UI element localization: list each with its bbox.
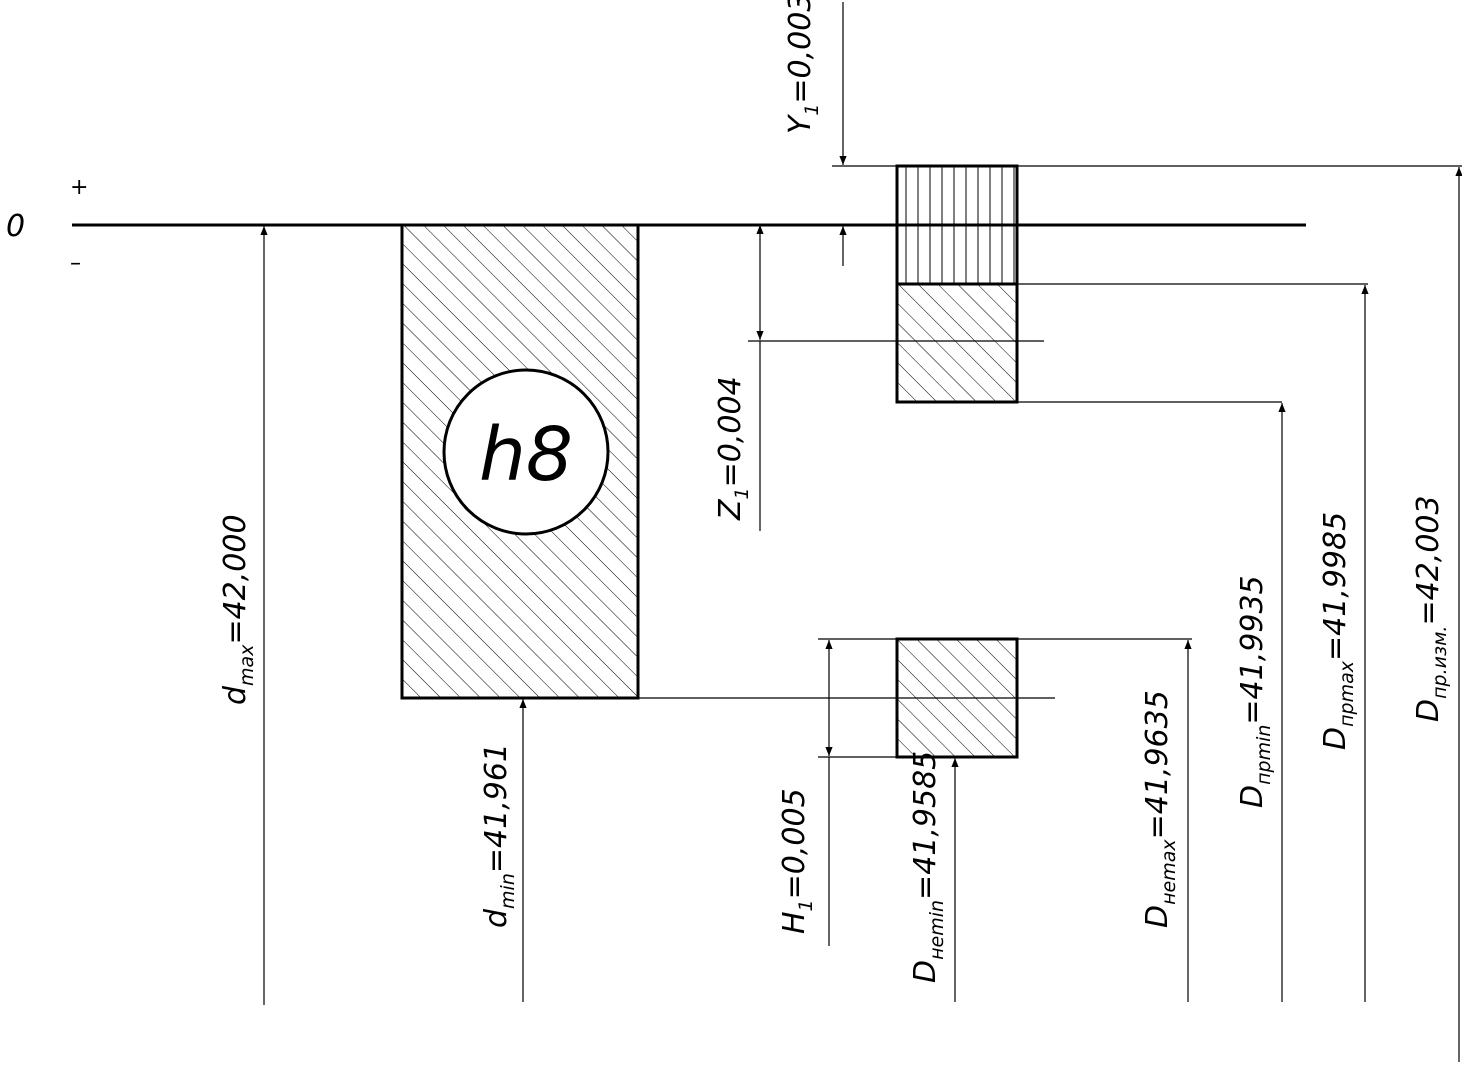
zero-label: 0 — [6, 209, 25, 244]
minus-sign: – — [70, 251, 81, 276]
shaft-grade-label: h8 — [479, 412, 573, 498]
label-dmin: dmin=41,961 — [479, 743, 519, 928]
label-z1: Z1=0,004 — [713, 376, 753, 521]
label-nemin: Dнеmin=41,9585 — [908, 751, 948, 983]
label-prizm: Dпр.изм.=42,003 — [1411, 495, 1451, 722]
go-gauge-tolerance-field — [895, 282, 1019, 404]
label-nemax: Dнеmax=41,9635 — [1140, 690, 1180, 928]
label-prmin: Dпрmin=41,9935 — [1235, 575, 1275, 808]
shaft-grade-circle — [442, 368, 610, 536]
label-prmax: Dпрmax=41,9985 — [1318, 512, 1358, 750]
plus-sign: + — [70, 175, 88, 200]
label-h1: H1=0,005 — [777, 788, 817, 934]
go-gauge-wear-zone — [895, 164, 1019, 286]
label-dmax: dmax=42,000 — [218, 514, 258, 705]
label-y1: Y1=0,003 — [783, 0, 823, 134]
